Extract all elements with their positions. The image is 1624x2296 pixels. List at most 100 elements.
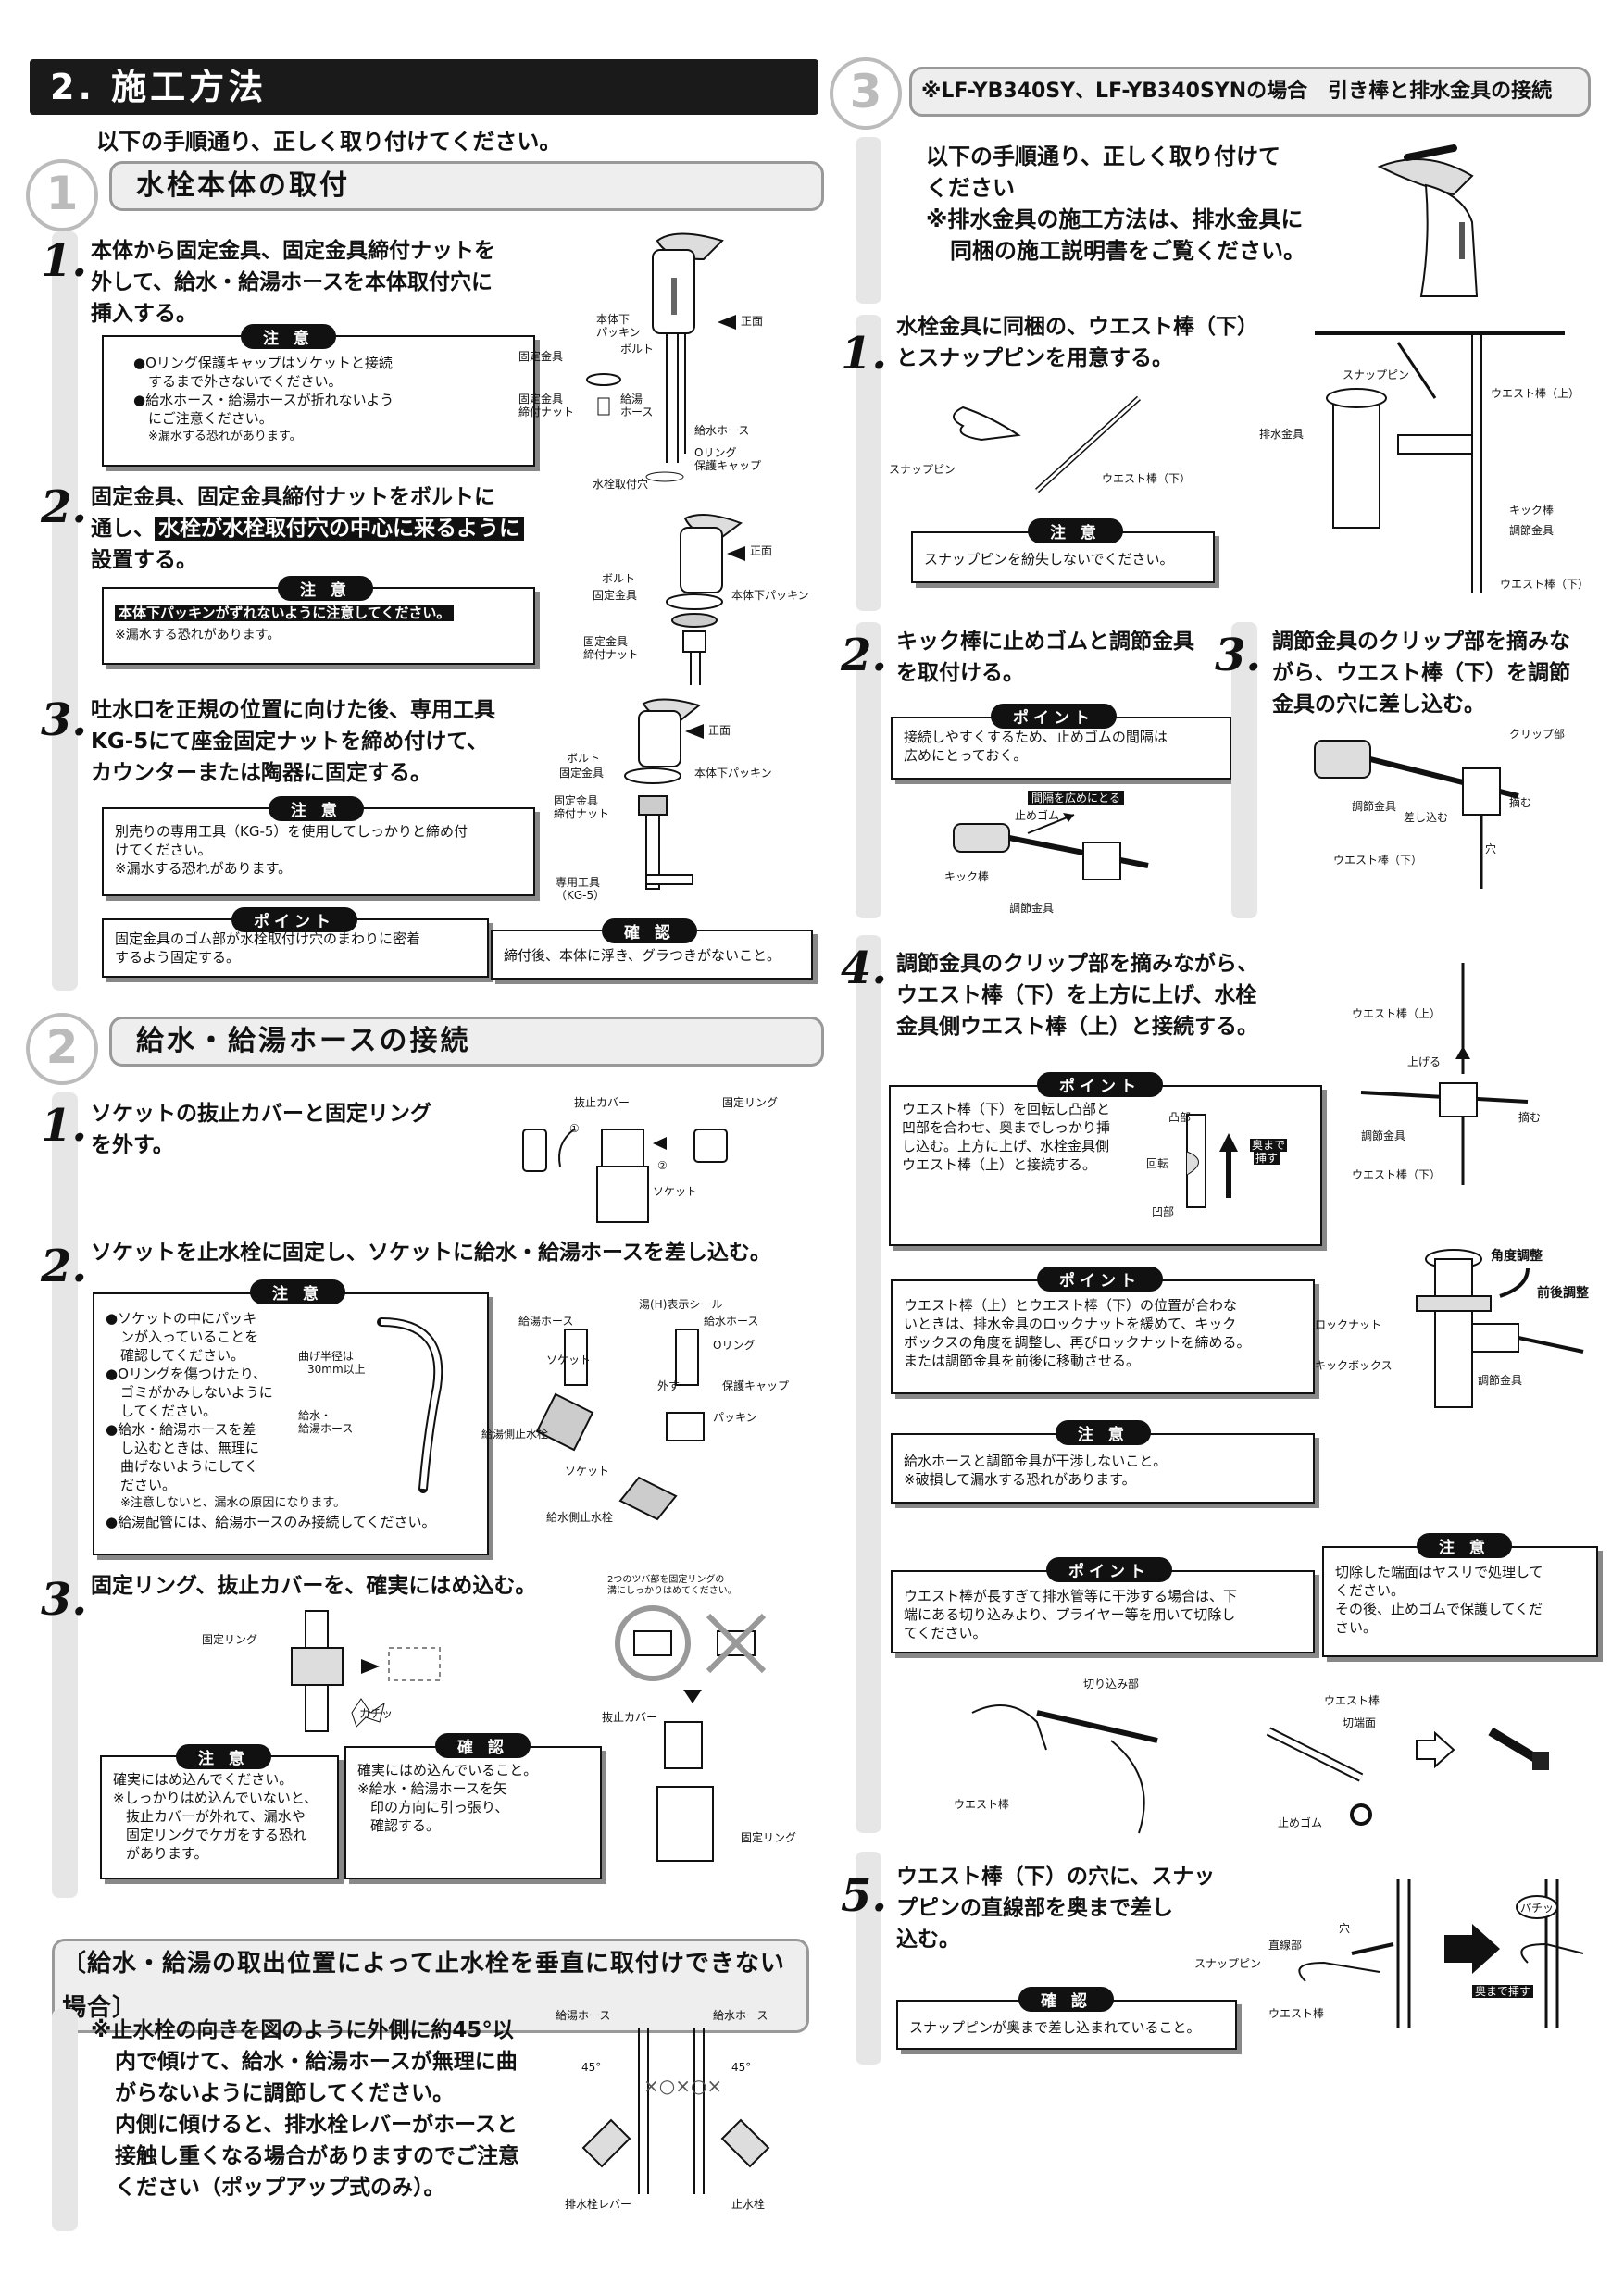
figure-label: スナップピン <box>1343 368 1410 381</box>
figure-label: Oリング <box>694 446 737 459</box>
point-tag: ポイント <box>1037 1267 1163 1292</box>
caution-box: ●Oリング保護キャップはソケットと接続するまで外さないでください。 ●給水ホース… <box>102 335 535 467</box>
figure-label: 間隔を広めにとる <box>1028 791 1125 805</box>
stop-valve-figure: 給湯ホース 湯(H)表示シール 給水ホース ソケット Oリング 外す 保護キャッ… <box>481 1292 806 1524</box>
figure-label: 締付ナット <box>554 807 610 820</box>
figure-label: カチッ <box>359 1707 394 1720</box>
figure-label: クリップ部 <box>1509 728 1566 741</box>
caution-tag: 注 意 <box>1417 1533 1512 1558</box>
step-text: 水栓金具に同梱の、ウエスト棒（下）とスナップピンを用意する。 <box>896 315 1258 370</box>
figure-label: 給湯ホース <box>556 2009 611 2022</box>
figure-label: 2つのツバ部を固定リングの <box>607 1575 725 1585</box>
figure-label: 専用工具 <box>556 876 601 889</box>
figure-label: ウエスト棒 <box>1324 1694 1380 1707</box>
figure-label: キック棒 <box>1509 504 1555 517</box>
socket-cover-figure: 抜止カバー 固定リング ソケット ① ② <box>518 1092 796 1231</box>
step-sidebar <box>52 231 78 991</box>
figure-label: 本体下パッキン <box>731 589 809 602</box>
figure-label: ウエスト棒（下） <box>1500 578 1590 591</box>
figure-label: 固定金具 <box>518 350 564 363</box>
figure-label: 本体下 <box>596 313 631 326</box>
step-sidebar <box>856 1852 881 2065</box>
point-tag: ポイント <box>231 907 357 932</box>
step-number: 2. <box>41 481 88 533</box>
step-sidebar <box>52 2009 78 2231</box>
point-tag: ポイント <box>991 704 1117 729</box>
figure-label: 給湯ホース <box>298 1422 354 1435</box>
figure-label: 止水栓 <box>731 2198 766 2211</box>
figure-label: パッキン <box>596 326 641 339</box>
tilted-valve-figure: ×○×○× 給湯ホース 給水ホース 45° 45° 排水栓レバー 止水栓 <box>556 2009 796 2213</box>
figure-label: 給湯側止水栓 <box>481 1428 549 1441</box>
figure-label: 直線部 <box>1268 1939 1303 1952</box>
step-sidebar <box>856 935 881 1833</box>
figure-label: 穴 <box>1339 1922 1351 1935</box>
cover-check-figure: 2つのツバ部を固定リングの 溝にしっかりはめてください。 抜止カバー 固定リング <box>602 1574 806 1879</box>
step-number: 1. <box>841 328 888 380</box>
figure-label: 穴 <box>1485 842 1497 855</box>
rod-cut-figure: 切り込み部 ウエスト棒 ウエスト棒 切端面 止めゴム <box>954 1676 1583 1842</box>
figure-label: 凸部 <box>1168 1111 1192 1124</box>
step-text: 調節金具のクリップ部を摘みながら、ウエスト棒（下）を調節金具の穴に差し込む。 <box>1272 630 1570 717</box>
drain-assembly-figure: スナップピン ウエスト棒（上） 排水金具 キック棒 調節金具 ウエスト棒（下） <box>1259 324 1593 602</box>
figure-label: ボルト <box>620 343 655 356</box>
point-box: 固定金具のゴム部が水栓取付け穴のまわりに密着するよう固定する。 <box>102 918 489 978</box>
figure-label: 湯(H)表示シール <box>639 1298 723 1311</box>
figure-label: 差し込む <box>1404 811 1449 824</box>
figure-label: 切端面 <box>1343 1716 1377 1729</box>
figure-label: Oリング <box>713 1339 756 1352</box>
figure-label: 抜止カバー <box>602 1711 658 1724</box>
step-text: ソケットを止水栓に固定し、ソケットに給水・給湯ホースを差し込む。 <box>91 1241 771 1265</box>
step-sidebar <box>856 137 881 304</box>
figure-label: 固定リング <box>741 1831 797 1844</box>
figure-label: 固定リング <box>722 1096 779 1109</box>
section-heading-hose-connect: 給水・給湯ホースの接続 <box>109 1017 824 1067</box>
section-number-1: 1 <box>26 159 98 231</box>
figure-label: 正面 <box>708 724 731 737</box>
caution-box: 切除した端面はヤスリで処理してください。 その後、止めゴムで保護してください。 <box>1322 1546 1598 1657</box>
caution-tag: 注 意 <box>1028 518 1123 543</box>
figure-label: ウエスト棒 <box>954 1798 1010 1811</box>
figure-label: ソケット <box>546 1354 592 1366</box>
figure-label: 給水・ <box>298 1409 332 1422</box>
caution-tag: 注 意 <box>176 1744 271 1769</box>
figure-label: スナップピン <box>889 463 956 476</box>
step-number: 1. <box>41 235 88 287</box>
figure-label: 排水栓レバー <box>565 2198 632 2211</box>
subsection-heading: 〔給水・給湯の取出位置によって止水栓を垂直に取付けできない場合〕 <box>52 1939 809 2033</box>
figure-label: 上げる <box>1407 1055 1442 1068</box>
figure-label: 30mm以上 <box>307 1363 366 1376</box>
check-tag: 確 認 <box>602 918 697 943</box>
check-box: 確実にはめ込んでいること。 ※給水・給湯ホースを矢印の方向に引っ張り、確認する。 <box>344 1746 602 1879</box>
caution-box: ●ソケットの中にパッキンが入っていることを確認してください。 ●Oリングを傷つけ… <box>93 1292 489 1555</box>
figure-label: 固定金具 <box>583 635 629 648</box>
step-number: 2. <box>841 630 888 681</box>
step-number: 3. <box>1215 630 1262 681</box>
figure-label: 給水ホース <box>704 1315 759 1328</box>
point-tag: ポイント <box>1037 1072 1163 1097</box>
point-tag: ポイント <box>1046 1557 1172 1582</box>
caution-tag: 注 意 <box>269 796 364 821</box>
figure-label: 固定金具 <box>559 767 605 780</box>
figure-label: 給水側止水栓 <box>546 1511 614 1524</box>
step-sidebar <box>52 1092 78 1898</box>
clip-insert-figure: クリップ部 調節金具 差し込む 摘む ウエスト棒（下） 穴 <box>1278 722 1583 889</box>
check-box: スナップピンが奥まで差し込まれていること。 <box>896 2000 1237 2050</box>
figure-label: 保護キャップ <box>694 459 762 472</box>
figure-label: ウエスト棒（下） <box>1352 1168 1442 1181</box>
step-number: 3. <box>41 1574 88 1626</box>
caution-tag: 注 意 <box>241 324 336 349</box>
svg-text:×○×○×: ×○×○× <box>643 2075 722 2097</box>
point-box: ウエスト棒（上）とウエスト棒（下）の位置が合わないときは、排水金具のロックナット… <box>891 1279 1315 1394</box>
figure-label: ウエスト棒（上） <box>1352 1007 1442 1020</box>
lock-nut-figure: 角度調整 前後調整 ロックナット キックボックス 調節金具 <box>1315 1241 1593 1408</box>
figure-label: パッキン <box>713 1411 757 1424</box>
intro-text: 以下の手順通り、正しく取り付けてください ※排水金具の施工方法は、排水金具に同梱… <box>926 144 1305 264</box>
step-text: キック棒に止めゴムと調節金具を取付ける。 <box>896 630 1194 685</box>
point-box: ウエスト棒が長すぎて排水管等に干渉する場合は、下端にある切り込みより、プライヤー… <box>891 1570 1315 1653</box>
step-sidebar <box>856 315 881 611</box>
snap-pin-insert-figure: 穴 直線部 スナップピン ウエスト棒 パチッ 奥まで挿す <box>1194 1879 1593 2028</box>
step-number: 3. <box>41 694 88 746</box>
section-title: 2. 施工方法 <box>30 59 818 115</box>
